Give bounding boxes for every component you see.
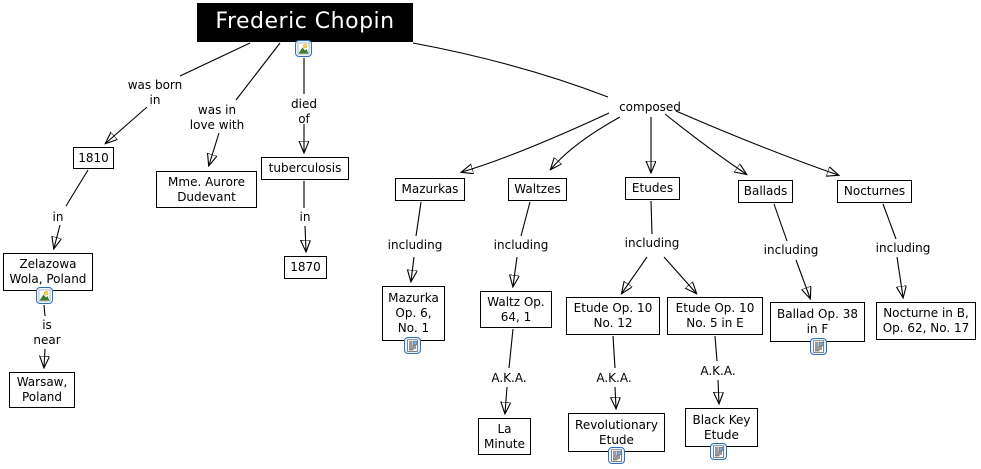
node-waltz-op64-1[interactable]: Waltz Op. 64, 1 — [480, 291, 552, 328]
edge-1810-to-in — [65, 169, 89, 207]
edge-including-to-mazurka-op6 — [411, 256, 414, 281]
link-label-was-born-in[interactable]: was born in — [127, 78, 183, 107]
edge-including-to-etude5 — [663, 256, 696, 293]
edge-in-to-zelazowa — [54, 224, 60, 248]
node-1870[interactable]: 1870 — [284, 256, 327, 279]
edge-composed-to-ballads — [664, 113, 746, 174]
edge-ballads-to-including — [773, 203, 788, 242]
document-icon-black-key[interactable] — [710, 443, 727, 460]
node-nocturnes[interactable]: Nocturnes — [837, 180, 912, 203]
edge-zelazowa-to-is-near — [43, 304, 46, 317]
edge-including-to-etude12 — [622, 256, 648, 293]
node-ballad-op38-in-f[interactable]: Ballad Op. 38 in F — [770, 302, 865, 342]
edge-title-to-was-born-in — [179, 42, 251, 77]
edge-etude5-to-aka — [714, 335, 718, 362]
node-etudes[interactable]: Etudes — [625, 177, 680, 200]
link-label-was-in-love-with[interactable]: was in love with — [189, 103, 245, 132]
edge-aka-to-revolutionary — [615, 386, 616, 408]
document-icon-revolutionary[interactable] — [608, 447, 625, 464]
edge-nocturnes-to-including — [882, 203, 897, 240]
edge-title-to-was-in-love-with — [235, 42, 281, 101]
node-warsaw-poland[interactable]: Warsaw, Poland — [9, 372, 75, 408]
edge-title-to-composed — [412, 42, 609, 98]
edge-including-to-ballad-op38 — [795, 259, 810, 298]
link-label-in-birthplace[interactable]: in — [52, 210, 64, 224]
node-revolutionary-etude[interactable]: Revolutionary Etude — [568, 413, 665, 452]
link-label-including-nocturnes[interactable]: including — [875, 241, 931, 255]
node-ballads[interactable]: Ballads — [738, 180, 793, 203]
node-1810[interactable]: 1810 — [73, 147, 114, 169]
edge-composed-to-nocturnes — [675, 110, 838, 175]
image-icon-frederic-chopin[interactable] — [295, 40, 312, 57]
link-label-aka-etude-no12[interactable]: A.K.A. — [596, 371, 632, 385]
node-la-minute[interactable]: La Minute — [478, 418, 531, 455]
document-icon-mazurka[interactable] — [404, 337, 421, 354]
node-etude-op10-no5-in-e[interactable]: Etude Op. 10 No. 5 in E — [667, 297, 763, 335]
link-label-including-mazurkas[interactable]: including — [387, 238, 443, 252]
document-icon-ballad[interactable] — [810, 338, 827, 355]
edge-composed-to-waltzes — [551, 116, 621, 169]
edge-aka-to-la-minute — [505, 386, 507, 413]
edge-aka-to-black-key — [718, 379, 719, 403]
link-label-aka-waltz[interactable]: A.K.A. — [491, 371, 527, 385]
node-zelazowa-wola-poland[interactable]: Zelazowa Wola, Poland — [3, 253, 93, 291]
node-nocturne-in-b-op62-no17[interactable]: Nocturne in B, Op. 62, No. 17 — [876, 302, 976, 340]
link-label-composed[interactable]: composed — [619, 100, 681, 114]
link-label-including-waltzes[interactable]: including — [493, 238, 549, 252]
node-mme-aurore-dudevant[interactable]: Mme. Aurore Dudevant — [156, 171, 257, 208]
node-mazurka-op6-no1[interactable]: Mazurka Op. 6, No. 1 — [382, 286, 445, 341]
link-label-including-ballads[interactable]: including — [763, 243, 819, 257]
edge-was-born-in-to-1810 — [106, 106, 148, 143]
edge-in-to-1870 — [305, 225, 306, 251]
link-label-died-of[interactable]: died of — [291, 97, 317, 126]
edge-composed-to-mazurkas — [462, 112, 610, 172]
link-label-in-death-year[interactable]: in — [299, 210, 311, 224]
node-black-key-etude[interactable]: Black Key Etude — [685, 408, 758, 447]
edge-etudes-to-including — [650, 200, 653, 235]
edge-including-to-nocturne — [897, 256, 903, 297]
link-label-is-near[interactable]: is near — [33, 318, 61, 347]
node-mazurkas[interactable]: Mazurkas — [395, 178, 465, 201]
node-tuberculosis[interactable]: tuberculosis — [261, 157, 349, 180]
edge-etude12-to-aka — [612, 335, 616, 369]
link-label-aka-etude-no5[interactable]: A.K.A. — [700, 364, 736, 378]
edge-waltzes-to-including — [520, 201, 531, 237]
edge-is-near-to-warsaw — [44, 348, 45, 367]
node-waltzes[interactable]: Waltzes — [508, 178, 567, 201]
image-icon-zelazowa[interactable] — [36, 287, 53, 304]
edge-waltz-to-aka — [508, 328, 514, 369]
node-etude-op10-no12[interactable]: Etude Op. 10 No. 12 — [566, 297, 660, 335]
link-label-including-etudes[interactable]: including — [624, 236, 680, 250]
edge-mazurkas-to-including — [415, 201, 422, 237]
node-frederic-chopin[interactable]: Frederic Chopin — [197, 3, 413, 42]
edge-including-to-waltz-op64 — [513, 256, 517, 286]
edge-was-in-love-with-to-dudevant — [209, 132, 220, 165]
